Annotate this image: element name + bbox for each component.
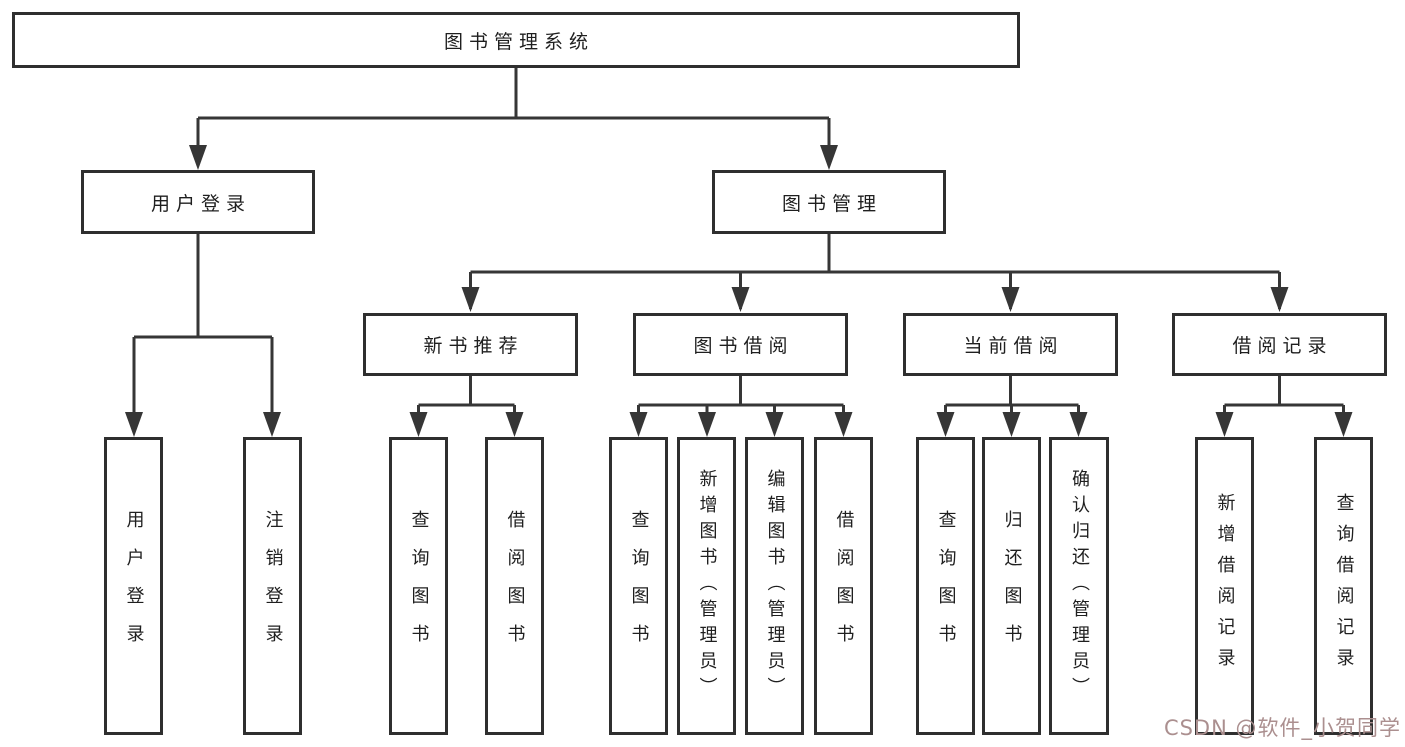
leaf-add-books-admin-label: 新增图书（管理员） xyxy=(696,469,718,703)
node-borrow-records: 借阅记录 xyxy=(1172,313,1387,376)
node-book-borrowing-label: 图书借阅 xyxy=(693,335,794,357)
leaf-user-login: 用户登录 xyxy=(104,437,163,735)
node-current-borrowing-label: 当前借阅 xyxy=(963,335,1064,357)
leaf-edit-books-admin-label: 编辑图书（管理员） xyxy=(764,469,786,703)
node-book-borrowing: 图书借阅 xyxy=(633,313,848,376)
leaf-return-books-label: 归还图书 xyxy=(1001,510,1023,662)
node-borrow-records-label: 借阅记录 xyxy=(1232,335,1333,357)
node-root: 图书管理系统 xyxy=(12,12,1020,68)
node-user-login-label: 用户登录 xyxy=(150,192,251,215)
leaf-newrec-borrow-books-label: 借阅图书 xyxy=(504,510,526,662)
leaf-logout: 注销登录 xyxy=(243,437,302,735)
leaf-newrec-query-books-label: 查询图书 xyxy=(408,510,430,662)
node-current-borrowing: 当前借阅 xyxy=(903,313,1118,376)
leaf-confirm-return-admin-label: 确认归还（管理员） xyxy=(1069,469,1090,703)
leaf-add-borrow-record-label: 新增借阅记录 xyxy=(1214,493,1236,679)
node-book-management-label: 图书管理 xyxy=(781,192,882,215)
leaf-return-books: 归还图书 xyxy=(982,437,1041,735)
node-user-login: 用户登录 xyxy=(81,170,315,234)
node-new-book-recommend: 新书推荐 xyxy=(363,313,578,376)
leaf-current-query-books-label: 查询图书 xyxy=(935,510,957,662)
leaf-user-login-label: 用户登录 xyxy=(123,510,145,662)
leaf-newrec-query-books: 查询图书 xyxy=(389,437,448,735)
arrowhead-icons xyxy=(125,145,1353,437)
node-new-book-recommend-label: 新书推荐 xyxy=(423,335,524,357)
csdn-watermark: CSDN @软件_小贺同学 xyxy=(1163,716,1401,740)
leaf-add-books-admin: 新增图书（管理员） xyxy=(677,437,736,735)
leaf-query-borrow-record: 查询借阅记录 xyxy=(1314,437,1373,735)
leaf-edit-books-admin: 编辑图书（管理员） xyxy=(745,437,804,735)
node-book-management: 图书管理 xyxy=(712,170,946,234)
leaf-borrow-query-books: 查询图书 xyxy=(609,437,668,735)
leaf-current-query-books: 查询图书 xyxy=(916,437,975,735)
leaf-newrec-borrow-books: 借阅图书 xyxy=(485,437,544,735)
leaf-logout-label: 注销登录 xyxy=(262,510,284,662)
node-root-label: 图书管理系统 xyxy=(443,30,594,53)
leaf-borrow-books-label: 借阅图书 xyxy=(833,510,855,662)
leaf-query-borrow-record-label: 查询借阅记录 xyxy=(1333,493,1355,679)
leaf-add-borrow-record: 新增借阅记录 xyxy=(1195,437,1254,735)
leaf-borrow-query-books-label: 查询图书 xyxy=(628,510,650,662)
leaf-borrow-books: 借阅图书 xyxy=(814,437,873,735)
leaf-confirm-return-admin: 确认归还（管理员） xyxy=(1049,437,1109,735)
